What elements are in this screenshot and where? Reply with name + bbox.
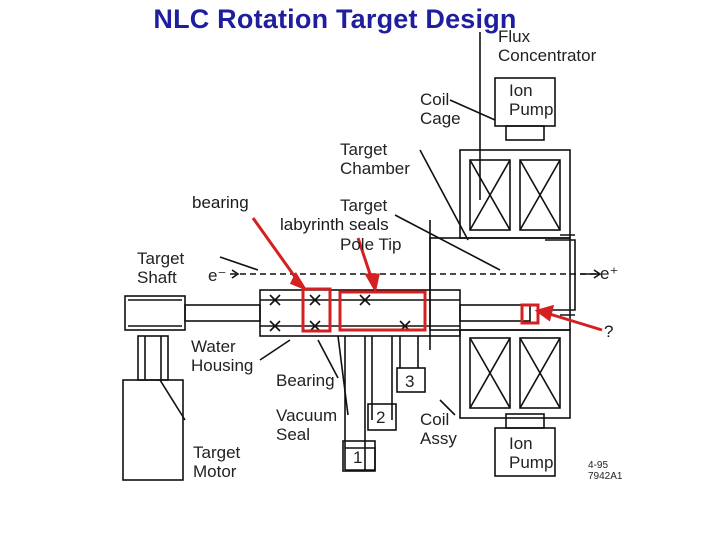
ion-pump-bottom-neck [505, 413, 545, 429]
bearing-annotation: bearing [192, 193, 249, 212]
coil-lower-left [469, 337, 511, 409]
slide-title: NLC Rotation Target Design [153, 4, 517, 34]
number-2: 2 [376, 408, 386, 427]
labyrinth-seals-highlight-box [338, 290, 427, 332]
shaft-right [459, 304, 531, 322]
coil-upper-housing [459, 149, 571, 239]
motor-coupling [137, 335, 169, 381]
ion-pump-top-neck [505, 125, 545, 141]
coil-upper-left [469, 159, 511, 231]
number-1: 1 [353, 448, 363, 467]
water-housing-flange [124, 295, 186, 331]
question-annotation: ? [604, 322, 614, 341]
e-plus-label: e⁺ [600, 264, 619, 283]
box-1 [342, 440, 376, 472]
box-2 [367, 403, 397, 431]
number-3: 3 [405, 372, 415, 391]
labyrinth-seals-annotation: labyrinth seals [280, 215, 389, 234]
coil-lower-housing [459, 329, 571, 419]
coil-upper-right [519, 159, 561, 231]
shaft-left [184, 304, 261, 322]
bearing-label: Bearing [276, 371, 335, 390]
question-highlight-box [520, 303, 540, 325]
bearing-highlight-box [301, 287, 332, 333]
e-minus-label: e⁻ [208, 266, 227, 285]
coil-lower-right [519, 337, 561, 409]
flux-concentrator-body [545, 239, 576, 311]
box-3 [396, 367, 426, 393]
target-motor-body [122, 379, 184, 481]
bearing-arrow [251, 217, 302, 285]
question-arrow [542, 310, 603, 332]
